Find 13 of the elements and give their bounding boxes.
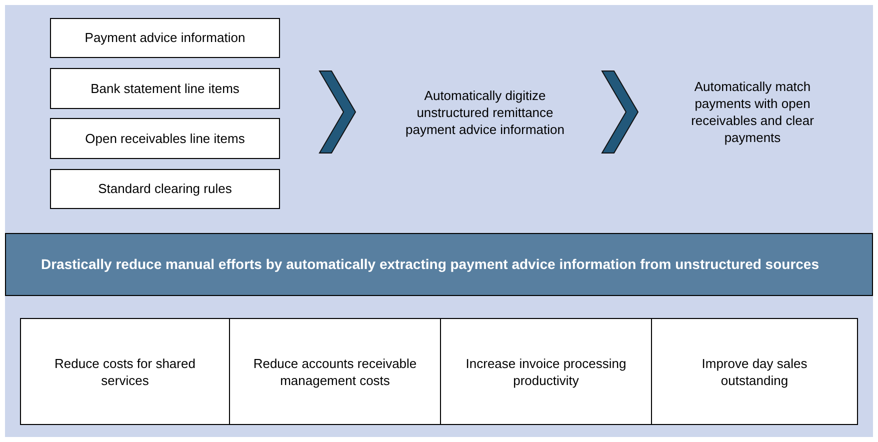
input-box: Open receivables line items — [50, 118, 280, 159]
summary-banner: Drastically reduce manual efforts by automatically extracting payment advice information from unstructured sources — [5, 233, 873, 296]
step-text: Automatically match payments with open receivables and clear payments — [665, 72, 840, 152]
benefit-box: Reduce accounts receivable management costs — [229, 318, 441, 425]
benefit-box: Increase invoice processing productivity — [440, 318, 652, 425]
chevron-arrow — [318, 70, 356, 154]
input-box: Bank statement line items — [50, 68, 280, 109]
benefit-box: Reduce costs for shared services — [20, 318, 230, 425]
input-box: Standard clearing rules — [50, 169, 280, 209]
benefit-box: Improve day sales outstanding — [651, 318, 858, 425]
step-text: Automatically digitize unstructured remittance payment advice information — [395, 72, 575, 152]
input-box: Payment advice information — [50, 18, 280, 58]
chevron-arrow — [601, 70, 639, 154]
